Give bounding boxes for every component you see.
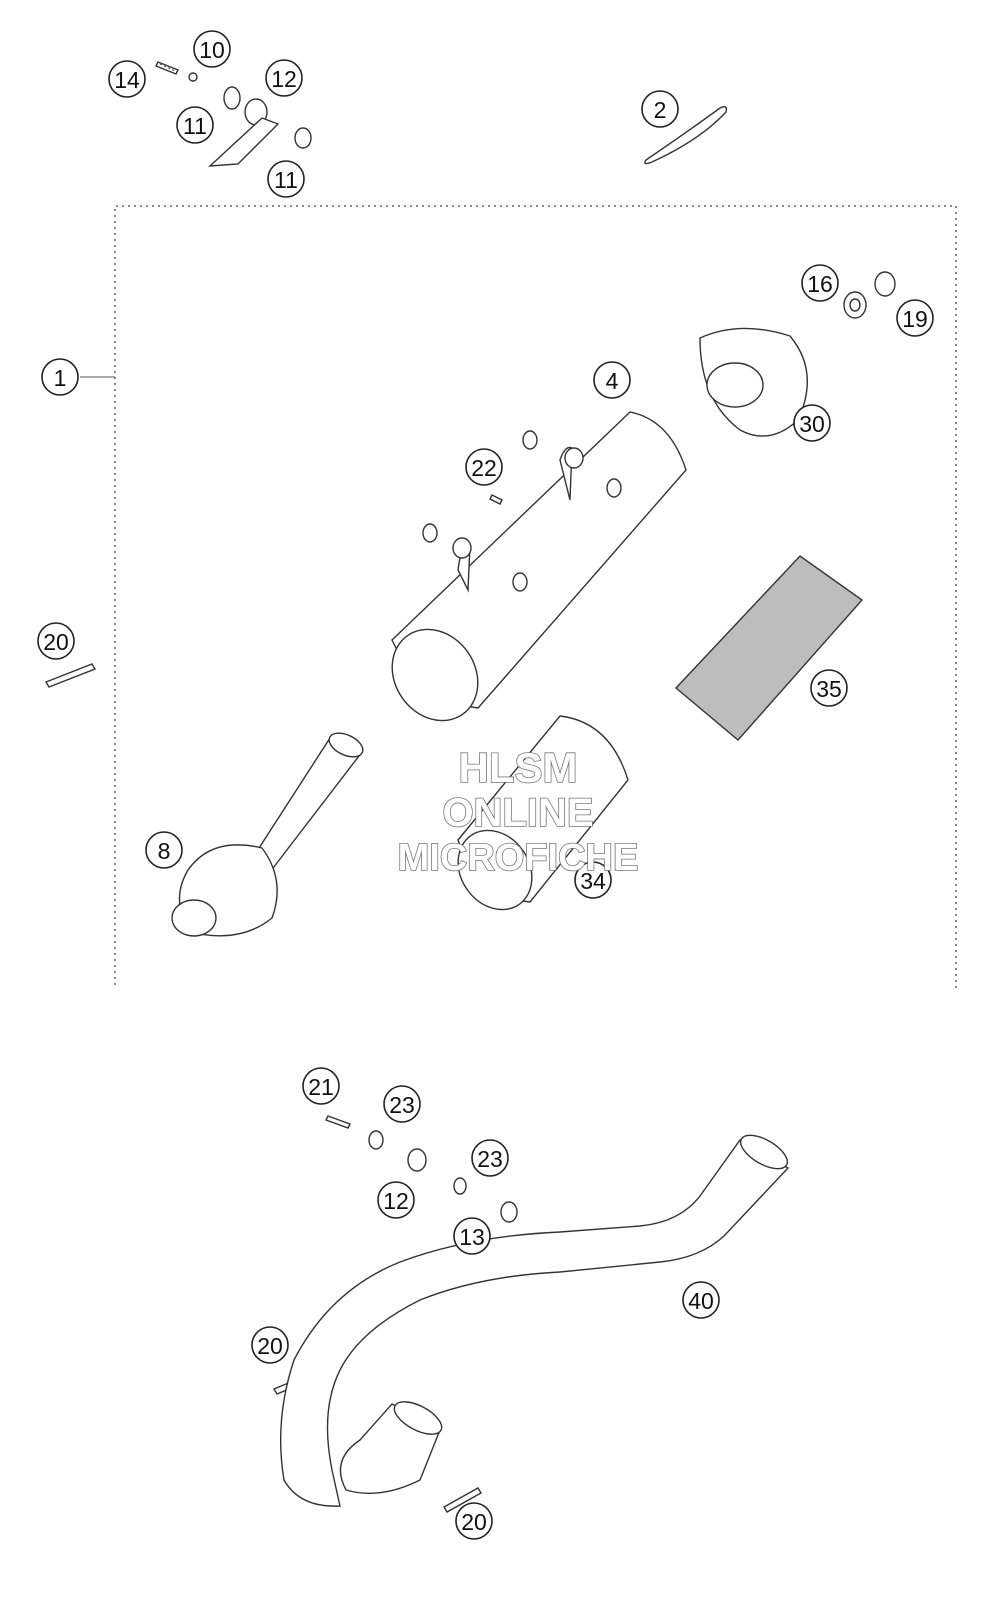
callout-circle (574, 861, 612, 899)
callout-c14: 14 (108, 60, 146, 98)
mounting-hardware-bottom (325, 1115, 518, 1223)
callout-number: 20 (257, 1333, 283, 1359)
callout-c11a: 11 (176, 106, 214, 144)
callout-c30: 30 (793, 404, 831, 442)
callout-c34: 34 (574, 861, 612, 899)
callout-c40: 40 (682, 1281, 720, 1319)
callout-c10: 10 (193, 30, 231, 68)
callout-number: 30 (799, 411, 825, 437)
watermark: HLSM ONLINE MICROFICHE (397, 743, 639, 880)
part-8-outlet-pipe (171, 732, 364, 937)
part-34-inner-tube (457, 715, 629, 911)
callout-c12b: 12 (377, 1181, 415, 1219)
callout-number: 20 (461, 1509, 487, 1535)
watermark-line-1: HLSM (459, 744, 578, 791)
callout-circle (793, 404, 831, 442)
callout-circle (265, 59, 303, 97)
callout-c11b: 11 (267, 160, 305, 198)
callout-c12a: 12 (265, 59, 303, 97)
callout-number: 35 (816, 676, 842, 702)
callout-c8: 8 (145, 831, 183, 869)
callout-c23b: 23 (471, 1139, 509, 1177)
watermark-line-3: MICROFICHE (398, 837, 639, 879)
callout-number: 12 (383, 1188, 409, 1214)
callout-c1: 1 (41, 358, 79, 396)
callout-circle (810, 669, 848, 707)
callout-c2: 2 (641, 90, 679, 128)
part-40-header-pipe (279, 1134, 790, 1507)
callout-number: 16 (807, 271, 833, 297)
callout-number: 11 (274, 167, 298, 193)
callout-c20b: 20 (251, 1326, 289, 1364)
callout-number: 34 (580, 868, 606, 894)
callout-circle (453, 1217, 491, 1255)
callout-circle (41, 358, 79, 396)
callout-c23a: 23 (383, 1085, 421, 1123)
part-16-nut-hole (849, 298, 861, 312)
callout-circle (682, 1281, 720, 1319)
part-20-spring-bottom (443, 1487, 482, 1513)
assembly-1-frame (114, 205, 957, 990)
part-2-heat-shield (644, 105, 728, 165)
callout-circle (145, 831, 183, 869)
callout-number: 20 (43, 629, 69, 655)
callout-circle (251, 1326, 289, 1364)
callout-labels: 1410121111211619430222035834212323121340… (37, 30, 934, 1540)
callout-circle (193, 30, 231, 68)
callout-circle (896, 299, 934, 337)
part-35-packing (674, 555, 864, 741)
callout-number: 2 (654, 97, 667, 123)
callout-number: 22 (471, 455, 497, 481)
callout-c21: 21 (302, 1067, 340, 1105)
callout-circle (471, 1139, 509, 1177)
callout-number: 40 (688, 1288, 714, 1314)
callout-c20c: 20 (455, 1502, 493, 1540)
part-30-end-cap (699, 327, 808, 437)
callout-circle (302, 1067, 340, 1105)
callout-number: 8 (158, 838, 171, 864)
callout-c35: 35 (810, 669, 848, 707)
part-4-silencer-body (391, 411, 687, 722)
callout-circle (37, 622, 75, 660)
callout-circle (801, 264, 839, 302)
callout-c22: 22 (465, 448, 503, 486)
callout-circle (455, 1502, 493, 1540)
callout-number: 23 (389, 1092, 415, 1118)
watermark-line-2: ONLINE (442, 791, 593, 835)
callout-c13: 13 (453, 1217, 491, 1255)
callout-circle (377, 1181, 415, 1219)
callout-number: 10 (199, 37, 225, 63)
callout-number: 13 (459, 1224, 485, 1250)
callout-number: 12 (271, 66, 297, 92)
callout-circle (465, 448, 503, 486)
callout-c19: 19 (896, 299, 934, 337)
callout-circle (641, 90, 679, 128)
mounting-hardware-top (155, 61, 312, 167)
callout-circle (108, 60, 146, 98)
callout-circle (267, 160, 305, 198)
callout-number: 21 (308, 1074, 334, 1100)
part-22-screw (489, 494, 503, 505)
callout-c20a: 20 (37, 622, 75, 660)
callout-c16: 16 (801, 264, 839, 302)
callout-c4: 4 (593, 361, 631, 399)
callout-number: 14 (114, 67, 140, 93)
callout-number: 11 (183, 113, 207, 139)
part-20-spring-left (44, 663, 97, 688)
callout-number: 1 (54, 365, 67, 391)
part-19-washer (874, 271, 896, 297)
callout-circle (176, 106, 214, 144)
callout-number: 23 (477, 1146, 503, 1172)
callout-circle (593, 361, 631, 399)
callout-number: 19 (902, 306, 928, 332)
callout-number: 4 (606, 368, 619, 394)
callout-circle (383, 1085, 421, 1123)
